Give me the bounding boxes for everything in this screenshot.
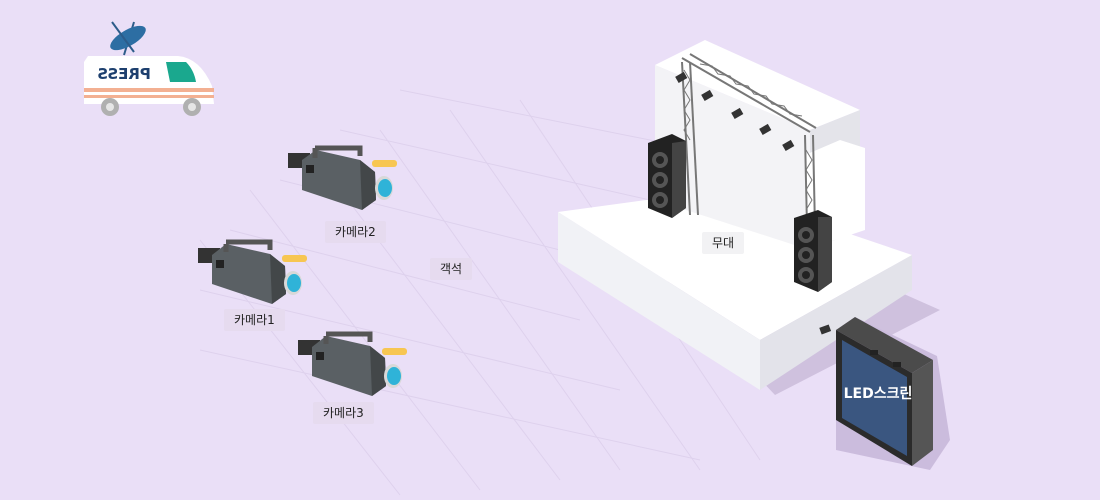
led-screen-label: LED스크린 — [843, 386, 913, 402]
press-text: PRESS — [97, 65, 151, 83]
camera3-icon — [298, 331, 407, 396]
camera2-label: 카메라2 — [325, 221, 386, 243]
stage-label: 무대 — [702, 232, 745, 254]
lighting-truss — [681, 53, 817, 276]
led-screen — [836, 317, 950, 470]
speaker-right-icon — [794, 210, 832, 292]
spotlight-icons — [675, 71, 832, 335]
camera2-icon — [288, 145, 397, 210]
camera3-label: 카메라3 — [313, 402, 374, 424]
speaker-left-icon — [648, 134, 686, 218]
seating-label: 객석 — [430, 258, 473, 280]
satellite-dish-icon — [110, 21, 146, 56]
camera1-label: 카메라1 — [224, 309, 285, 331]
camera1-icon — [198, 239, 307, 304]
press-van-icon: PRESS — [84, 21, 214, 116]
